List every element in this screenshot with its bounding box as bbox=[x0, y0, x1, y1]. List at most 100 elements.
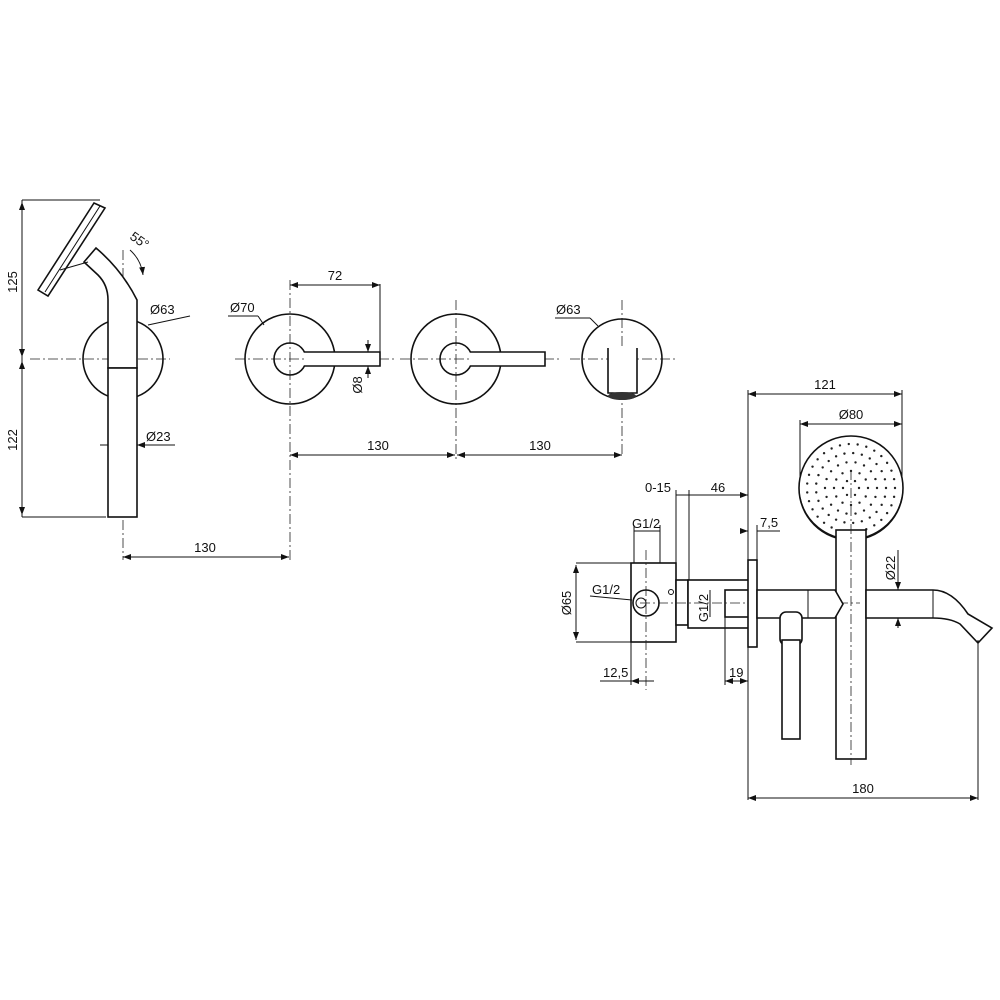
spray-hole bbox=[874, 495, 877, 499]
dim-180: 180 bbox=[852, 781, 874, 796]
side-view: 121 Ø80 G1/2 G1/2 Ø65 G1/2 0- bbox=[559, 377, 994, 801]
dim-19: 19 bbox=[729, 665, 743, 680]
spray-hole bbox=[853, 479, 857, 483]
spray-hole bbox=[875, 510, 878, 514]
spray-hole bbox=[847, 442, 850, 446]
spray-hole bbox=[825, 495, 828, 499]
spray-hole bbox=[838, 444, 842, 447]
spray-hole bbox=[829, 470, 833, 473]
spray-hole bbox=[822, 452, 826, 455]
spray-hole bbox=[892, 495, 896, 499]
wall-plate bbox=[747, 559, 758, 648]
spray-hole bbox=[845, 493, 849, 497]
spray-hole bbox=[845, 479, 849, 483]
spray-hole bbox=[864, 495, 867, 498]
spray-hole bbox=[816, 458, 819, 461]
dim-130-c: 130 bbox=[529, 438, 551, 453]
spray-hole bbox=[862, 464, 866, 467]
spray-hole bbox=[817, 473, 820, 477]
spray-hole bbox=[868, 516, 871, 519]
spray-hole bbox=[816, 515, 819, 518]
spray-hole bbox=[821, 507, 824, 510]
spray-hole bbox=[868, 457, 871, 460]
spray-hole bbox=[806, 491, 809, 494]
spray-hole bbox=[864, 478, 867, 481]
dim-diameter-63-spout: Ø63 bbox=[556, 302, 581, 317]
dim-72: 72 bbox=[328, 268, 342, 283]
spray-hole bbox=[815, 491, 818, 494]
spray-hole bbox=[875, 486, 879, 490]
dim-diameter-65: Ø65 bbox=[559, 591, 574, 616]
spray-hole bbox=[817, 499, 820, 503]
spray-hole bbox=[858, 472, 861, 475]
spray-hole bbox=[880, 518, 883, 522]
dim-diameter-80: Ø80 bbox=[839, 407, 864, 422]
dim-12-5: 12,5 bbox=[603, 665, 628, 680]
spray-hole bbox=[873, 449, 876, 452]
spray-hole bbox=[841, 501, 844, 504]
spray-hole bbox=[811, 508, 814, 511]
holder-arm bbox=[756, 589, 844, 619]
dim-0-15: 0-15 bbox=[645, 480, 671, 495]
spray-hole bbox=[832, 486, 836, 490]
spray-hole bbox=[885, 461, 889, 465]
spray-hole bbox=[890, 469, 893, 472]
handle-tube bbox=[107, 367, 138, 518]
spray-hole bbox=[815, 482, 818, 485]
spray-hole bbox=[827, 513, 830, 517]
spray-hole bbox=[822, 521, 826, 524]
spray-hole bbox=[866, 486, 870, 490]
spray-hole bbox=[865, 445, 868, 448]
spray-hole bbox=[875, 462, 878, 466]
spray-hole bbox=[883, 478, 887, 481]
spray-hole bbox=[869, 503, 873, 506]
spray-holes bbox=[806, 442, 897, 534]
mixer-front-view-1: 72 Ø70 Ø8 bbox=[228, 268, 395, 560]
spray-hole bbox=[823, 486, 827, 490]
hose-outlet bbox=[781, 639, 801, 740]
spray-hole bbox=[857, 486, 861, 490]
spray-hole bbox=[874, 477, 877, 481]
spray-hole bbox=[862, 509, 866, 512]
bent-pipe bbox=[82, 246, 138, 369]
shower-head bbox=[36, 201, 107, 298]
spray-hole bbox=[807, 473, 811, 477]
label-g12-side: G1/2 bbox=[592, 582, 620, 597]
spray-hole bbox=[811, 465, 814, 468]
spray-hole bbox=[843, 452, 846, 455]
spray-hole bbox=[845, 512, 848, 515]
spray-hole bbox=[807, 499, 811, 503]
spray-hole bbox=[890, 504, 893, 507]
mixer-front-view-2: 130 130 bbox=[290, 300, 622, 460]
spray-hole bbox=[880, 503, 883, 507]
spray-hole bbox=[851, 451, 855, 455]
angle-55: 55° bbox=[127, 229, 152, 253]
spray-hole bbox=[806, 482, 809, 485]
spray-hole bbox=[845, 461, 848, 464]
spray-hole bbox=[829, 503, 833, 506]
dim-diameter-23: Ø23 bbox=[146, 429, 171, 444]
spray-hole bbox=[834, 518, 838, 521]
dim-diameter-8: Ø8 bbox=[350, 376, 365, 393]
spray-hole bbox=[880, 454, 883, 458]
dim-7-5: 7,5 bbox=[760, 515, 778, 530]
spray-hole bbox=[851, 521, 855, 525]
label-g12-top: G1/2 bbox=[632, 516, 660, 531]
dim-122: 122 bbox=[5, 429, 20, 451]
spray-hole bbox=[835, 478, 838, 481]
label-g12-outlet: G1/2 bbox=[696, 594, 711, 622]
spray-hole bbox=[853, 493, 857, 497]
spray-hole bbox=[849, 503, 853, 507]
spray-hole bbox=[860, 453, 864, 456]
spray-hole bbox=[869, 470, 873, 473]
spout-front-view: Ø63 bbox=[555, 300, 675, 455]
spray-hole bbox=[873, 524, 876, 527]
spray-hole bbox=[854, 512, 857, 515]
spray-hole bbox=[836, 509, 840, 512]
spout bbox=[865, 589, 994, 645]
dim-46: 46 bbox=[711, 480, 725, 495]
dim-125: 125 bbox=[5, 271, 20, 293]
spray-hole bbox=[854, 461, 857, 464]
spray-hole bbox=[893, 486, 897, 490]
